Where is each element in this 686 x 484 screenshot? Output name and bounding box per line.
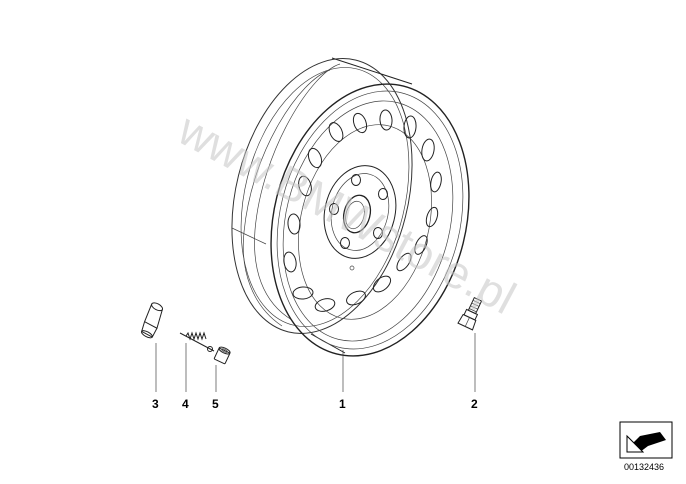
valve-cap <box>141 302 164 339</box>
callout-3: 3 <box>152 397 159 411</box>
valve-spring <box>179 331 215 352</box>
valve-nut <box>213 346 231 365</box>
callout-2: 2 <box>471 397 478 411</box>
ventilation-holes <box>283 109 442 312</box>
callout-1: 1 <box>339 397 346 411</box>
callout-5: 5 <box>212 397 219 411</box>
callout-4: 4 <box>182 397 189 411</box>
arrow-logo-icon <box>619 421 673 459</box>
catalog-number: 00132436 <box>624 462 664 472</box>
leader-lines <box>155 333 476 392</box>
steel-wheel <box>231 57 470 357</box>
wheel-hub <box>323 165 397 271</box>
wheel-bolt <box>457 296 483 331</box>
